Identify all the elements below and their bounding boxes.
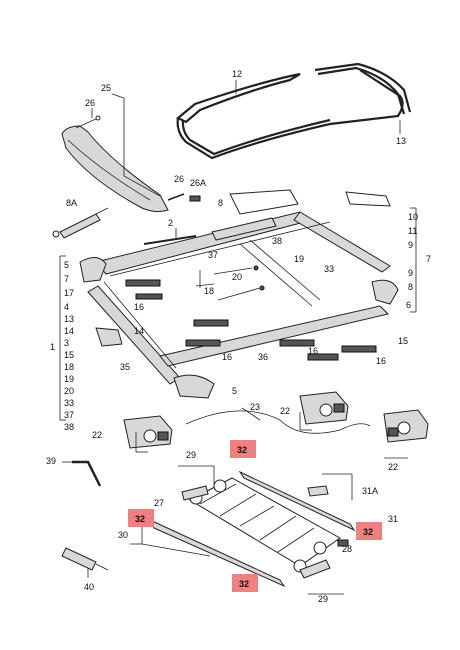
guide-blocks (125, 279, 377, 361)
drive-motor-left (123, 415, 173, 449)
label-27: 27 (154, 498, 164, 508)
label-33-left: 33 (64, 398, 74, 408)
label-4: 4 (64, 302, 69, 312)
label-9-top: 9 (408, 240, 413, 250)
label-5-lower: 5 (232, 386, 237, 396)
label-15-left: 15 (64, 350, 74, 360)
label-2: 2 (168, 218, 173, 228)
label-29-bottom: 29 (318, 594, 328, 604)
label-8-right: 8 (408, 282, 413, 292)
label-14-left: 14 (64, 326, 74, 336)
label-36: 36 (258, 352, 268, 362)
label-10: 10 (408, 212, 418, 222)
label-7-left: 7 (64, 274, 69, 284)
label-32-left: 32 (135, 514, 145, 524)
label-16-d: 16 (376, 356, 386, 366)
label-3: 3 (64, 338, 69, 348)
part-labels: 12 13 25 26 26 26A 8A 2 8 10 11 9 7 9 8 … (46, 69, 431, 604)
label-16-c: 16 (308, 346, 318, 356)
label-8-top: 8 (218, 198, 223, 208)
label-37-left: 37 (64, 410, 74, 420)
label-16-b: 16 (222, 352, 232, 362)
label-40: 40 (84, 582, 94, 592)
label-19-top: 19 (294, 254, 304, 264)
label-22-left: 22 (92, 430, 102, 440)
label-13-left: 13 (64, 314, 74, 324)
label-31A: 31A (362, 486, 378, 496)
label-30: 30 (118, 530, 128, 540)
label-9-bottom: 9 (408, 268, 413, 278)
label-22-right: 22 (388, 462, 398, 472)
label-12: 12 (232, 69, 242, 79)
label-38-left: 38 (64, 422, 74, 432)
label-20-left: 20 (64, 386, 74, 396)
label-26-mid: 26 (174, 174, 184, 184)
front-trim-panel (61, 115, 169, 213)
label-39: 39 (46, 456, 56, 466)
label-20-top: 20 (232, 272, 242, 282)
roof-seal-frame (175, 62, 412, 160)
label-8A: 8A (66, 198, 77, 208)
label-11: 11 (408, 226, 417, 236)
small-parts-top (143, 193, 201, 245)
label-31: 31 (388, 514, 398, 524)
label-18-top: 18 (204, 286, 214, 296)
label-32-top: 32 (237, 445, 247, 455)
cables (195, 265, 265, 301)
label-6: 6 (406, 300, 411, 310)
label-25: 25 (101, 83, 111, 93)
drive-motor-right (383, 409, 429, 443)
hex-key-39 (72, 460, 102, 487)
roller-blind-assembly (148, 470, 356, 588)
label-17: 17 (64, 288, 74, 298)
label-35: 35 (120, 362, 130, 372)
highlight-boxes (128, 440, 382, 592)
tool-8A (52, 207, 109, 239)
roof-frame-rails (87, 189, 391, 385)
label-1: 1 (50, 342, 55, 352)
label-33-top: 33 (324, 264, 334, 274)
label-32-right: 32 (363, 527, 373, 537)
leader-lines (59, 80, 417, 595)
label-5-left-top: 5 (64, 260, 69, 270)
wiring-harness-23 (185, 410, 371, 434)
side-brackets (79, 257, 399, 399)
label-14-mid: 14 (134, 326, 144, 336)
label-26-top: 26 (85, 98, 95, 108)
label-15-right: 15 (398, 336, 408, 346)
label-38-top: 38 (272, 236, 282, 246)
label-16-a: 16 (134, 302, 144, 312)
label-22-middle: 22 (280, 406, 290, 416)
label-37-top: 37 (208, 250, 218, 260)
label-19-left: 19 (64, 374, 74, 384)
label-32-bottom: 32 (239, 579, 249, 589)
drive-motor-middle (299, 391, 349, 425)
label-23: 23 (250, 402, 260, 412)
label-7-right: 7 (426, 254, 431, 264)
label-26A: 26A (190, 178, 206, 188)
grease-tube-40 (61, 547, 109, 571)
label-28: 28 (342, 544, 352, 554)
label-29-top: 29 (186, 450, 196, 460)
label-13-top: 13 (396, 136, 406, 146)
label-18-left: 18 (64, 362, 74, 372)
